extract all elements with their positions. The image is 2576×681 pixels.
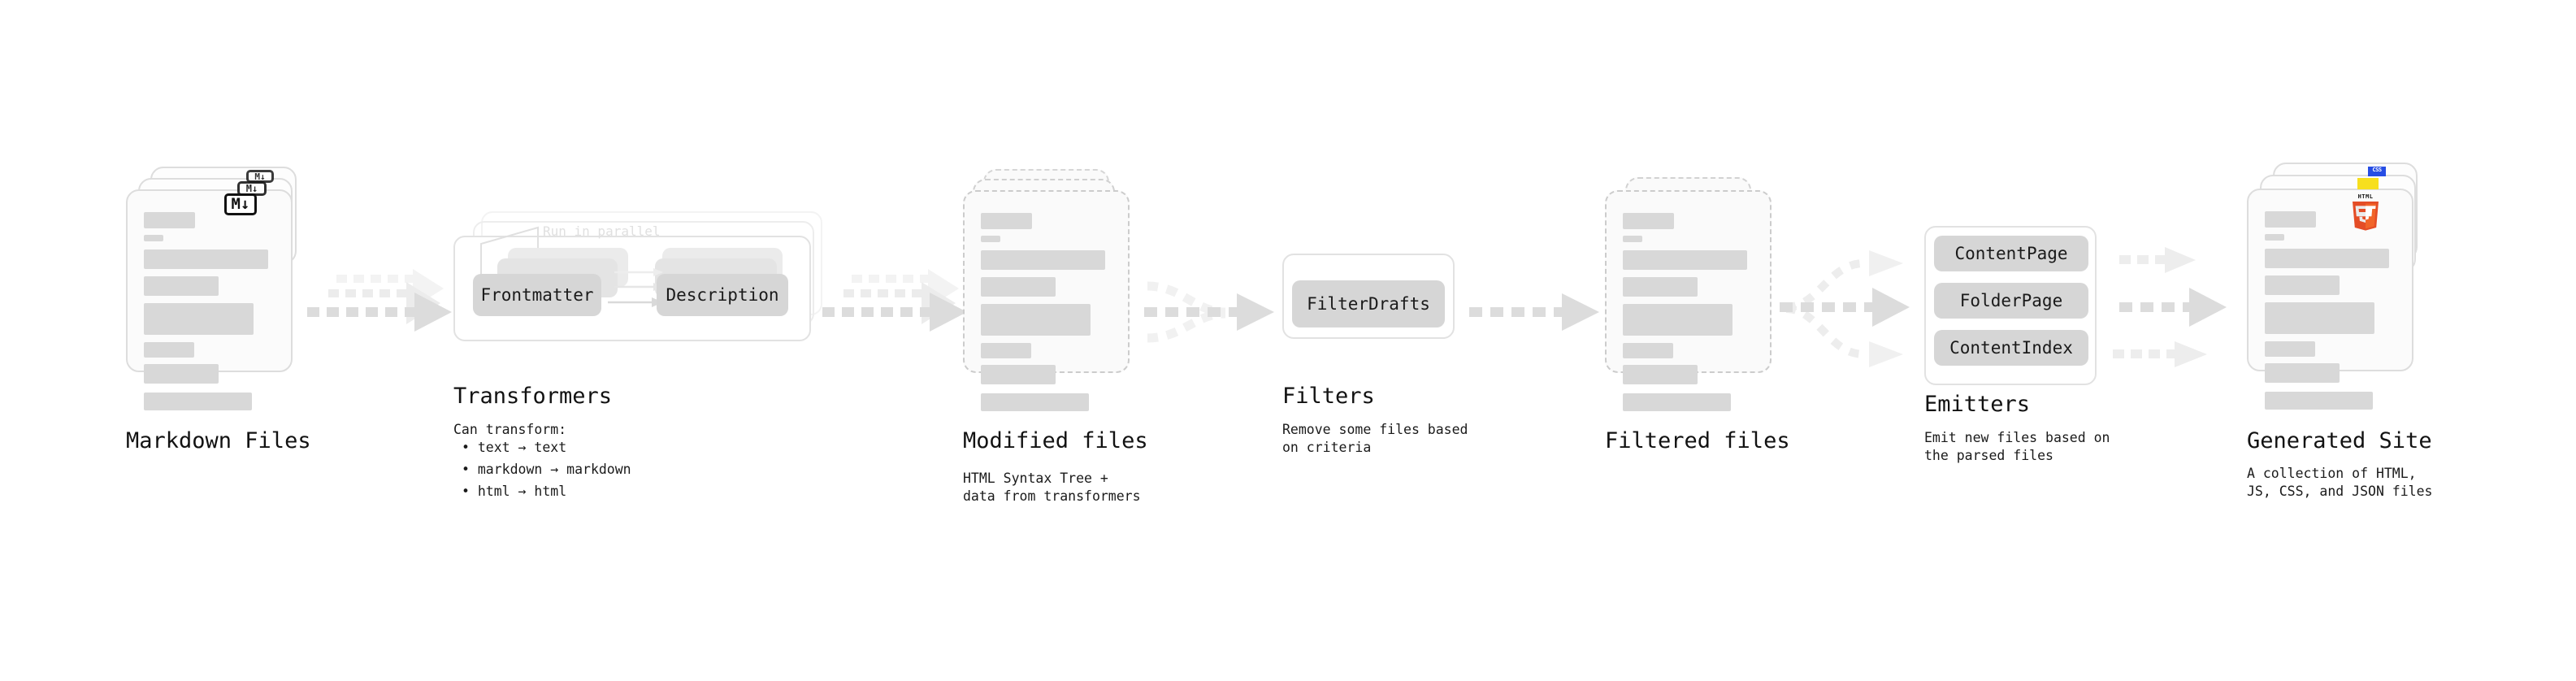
stage-title-filtered-files: Filtered files (1605, 428, 1790, 453)
transformers-bullet-2: • html → html (462, 484, 567, 499)
arrow-transformers-to-modified (822, 269, 967, 332)
js-badge (2357, 178, 2379, 189)
transformers-bullet-1: • markdown → markdown (462, 462, 631, 477)
transformer-node-description[interactable]: Description (657, 274, 788, 316)
svg-text:HTML: HTML (2358, 193, 2374, 200)
stage-title-markdown-files: Markdown Files (126, 428, 311, 453)
stage-title-filters: Filters (1282, 384, 1375, 409)
modified-card-front (963, 190, 1130, 411)
site-card-front (2247, 189, 2413, 410)
stage-title-generated-site: Generated Site (2247, 428, 2432, 453)
transformer-inner-arrows (608, 268, 663, 307)
generated-site-subtitle: A collection of HTML, JS, CSS, and JSON … (2247, 466, 2433, 499)
emitter-node-contentpage[interactable]: ContentPage (1934, 236, 2088, 271)
emitter-node-contentindex[interactable]: ContentIndex (1934, 330, 2088, 366)
stage-title-emitters: Emitters (1924, 392, 2031, 417)
transformers-subtitle: Can transform: (453, 422, 567, 437)
arrow-markdown-to-transformers (307, 269, 452, 332)
transformers-bullet-0: • text → text (462, 440, 567, 455)
filtered-card-front (1605, 190, 1772, 411)
emitter-node-folderpage[interactable]: FolderPage (1934, 283, 2088, 319)
arrow-filters-to-filtered (1469, 293, 1599, 331)
transformer-node-frontmatter[interactable]: Frontmatter (473, 274, 601, 316)
run-in-parallel-label: Run in parallel (543, 223, 661, 239)
arrow-filtered-to-emitters (1780, 250, 1910, 367)
arrow-modified-to-filters (1144, 281, 1274, 343)
stage-title-modified-files: Modified files (963, 428, 1148, 453)
modified-files-subtitle: HTML Syntax Tree + data from transformer… (963, 471, 1141, 504)
stage-title-transformers: Transformers (453, 384, 613, 409)
markdown-card-front (126, 189, 293, 410)
html5-badge: HTML (2353, 193, 2379, 231)
arrow-emitters-to-site (2113, 247, 2227, 367)
markdown-badge: M↓ (224, 193, 257, 215)
filter-node-filterdrafts[interactable]: FilterDrafts (1292, 280, 1445, 327)
run-in-parallel-bracket (480, 226, 539, 286)
css-badge: CSS (2368, 167, 2386, 176)
emitters-subtitle: Emit new files based on the parsed files (1924, 430, 2110, 463)
filters-subtitle: Remove some files based on criteria (1282, 422, 1468, 455)
